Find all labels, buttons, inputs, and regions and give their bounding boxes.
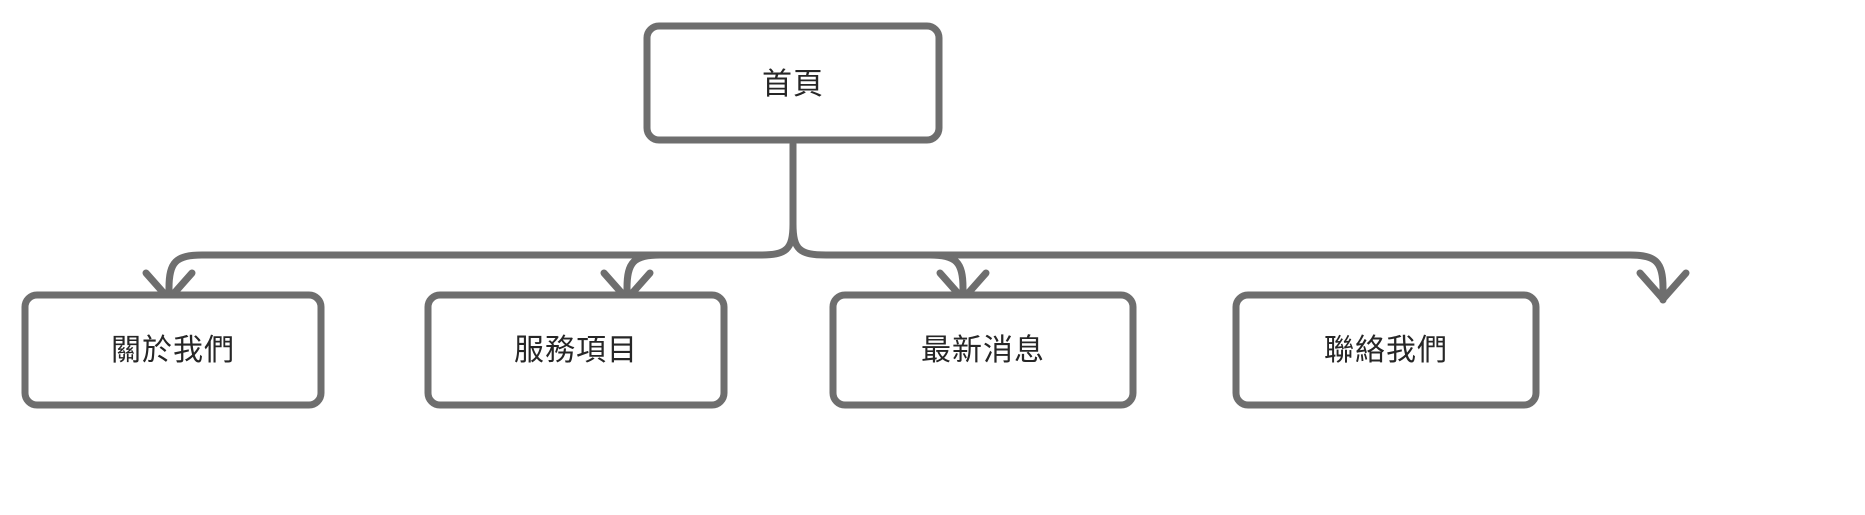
- edge-to-news: [926, 251, 967, 304]
- node-services-label: 服務項目: [514, 334, 638, 367]
- node-home-label: 首頁: [762, 68, 824, 101]
- edge-to-services: [623, 251, 664, 304]
- node-about[interactable]: 關於我們: [21, 291, 325, 409]
- node-home-box[interactable]: [643, 22, 943, 144]
- node-news-box[interactable]: [829, 291, 1137, 409]
- node-home[interactable]: 首頁: [643, 22, 943, 144]
- node-services-box[interactable]: [424, 291, 728, 409]
- node-contact-label: 聯絡我們: [1324, 334, 1448, 367]
- edge-root-stem-left: [165, 220, 797, 304]
- node-news-label: 最新消息: [921, 334, 1045, 367]
- node-news[interactable]: 最新消息: [829, 291, 1137, 409]
- node-contact-box[interactable]: [1232, 291, 1540, 409]
- connector-group: [142, 140, 1690, 304]
- node-about-label: 關於我們: [111, 334, 235, 367]
- node-about-box[interactable]: [21, 291, 325, 409]
- node-services[interactable]: 服務項目: [424, 291, 728, 409]
- arrowhead-contact: [1636, 269, 1690, 303]
- node-contact[interactable]: 聯絡我們: [1232, 291, 1540, 409]
- edge-root-stem: [789, 140, 1667, 304]
